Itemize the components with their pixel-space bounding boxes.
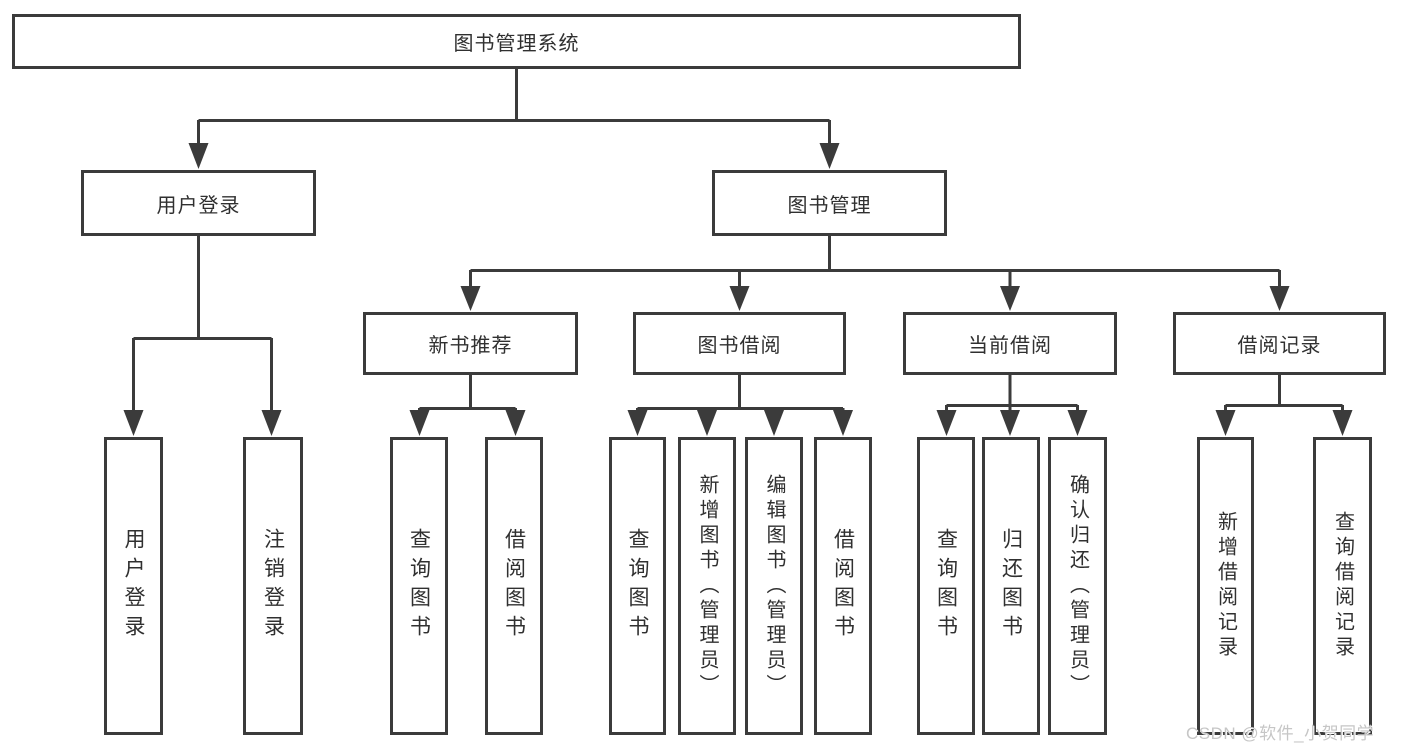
leaf-nb-query-books-label: 查询图书 [407, 528, 431, 644]
leaf-user-login: 用户登录 [104, 437, 163, 735]
node-user-login-label: 用户登录 [156, 194, 241, 217]
csdn-watermark: CSDN @软件_小贺同学 [1186, 724, 1375, 743]
leaf-cb-return-books: 归还图书 [982, 437, 1040, 735]
leaf-cb-query-books-label: 查询图书 [934, 528, 958, 644]
node-current-borrowing-label: 当前借阅 [968, 335, 1052, 357]
node-root: 图书管理系统 [12, 14, 1021, 69]
leaf-nb-borrow-books-label: 借阅图书 [502, 528, 526, 644]
node-book-management-label: 图书管理 [787, 194, 872, 217]
node-new-book-recommendation: 新书推荐 [363, 312, 578, 375]
leaf-user-login-label: 用户登录 [122, 528, 145, 644]
leaf-br-add-record: 新增借阅记录 [1197, 437, 1254, 735]
leaf-bb-add-books-label: 新增图书（管理员） [696, 473, 718, 699]
node-borrowing-records: 借阅记录 [1173, 312, 1386, 375]
leaf-cb-return-books-label: 归还图书 [999, 528, 1023, 644]
leaf-bb-query-books-label: 查询图书 [626, 528, 649, 644]
node-borrowing-records-label: 借阅记录 [1237, 335, 1322, 357]
leaf-bb-query-books: 查询图书 [609, 437, 666, 735]
leaf-bb-borrow-books: 借阅图书 [814, 437, 872, 735]
leaf-br-query-record: 查询借阅记录 [1313, 437, 1372, 735]
leaf-br-add-record-label: 新增借阅记录 [1214, 511, 1237, 661]
leaf-cb-confirm-return: 确认归还（管理员） [1048, 437, 1107, 735]
leaf-br-query-record-label: 查询借阅记录 [1331, 511, 1354, 661]
node-book-management: 图书管理 [712, 170, 947, 236]
node-root-label: 图书管理系统 [453, 33, 580, 55]
leaf-cb-query-books: 查询图书 [917, 437, 975, 735]
leaf-bb-edit-books: 编辑图书（管理员） [745, 437, 803, 735]
node-current-borrowing: 当前借阅 [903, 312, 1117, 375]
leaf-nb-query-books: 查询图书 [390, 437, 448, 735]
leaf-bb-add-books: 新增图书（管理员） [678, 437, 736, 735]
leaf-bb-edit-books-label: 编辑图书（管理员） [763, 473, 785, 699]
node-user-login: 用户登录 [81, 170, 316, 236]
node-new-book-recommendation-label: 新书推荐 [428, 335, 513, 357]
leaf-logout-label: 注销登录 [261, 528, 285, 644]
node-book-borrowing-label: 图书借阅 [697, 335, 782, 357]
leaf-logout: 注销登录 [243, 437, 303, 735]
leaf-nb-borrow-books: 借阅图书 [485, 437, 543, 735]
node-book-borrowing: 图书借阅 [633, 312, 846, 375]
leaf-cb-confirm-return-label: 确认归还（管理员） [1066, 473, 1089, 699]
leaf-bb-borrow-books-label: 借阅图书 [831, 528, 855, 644]
